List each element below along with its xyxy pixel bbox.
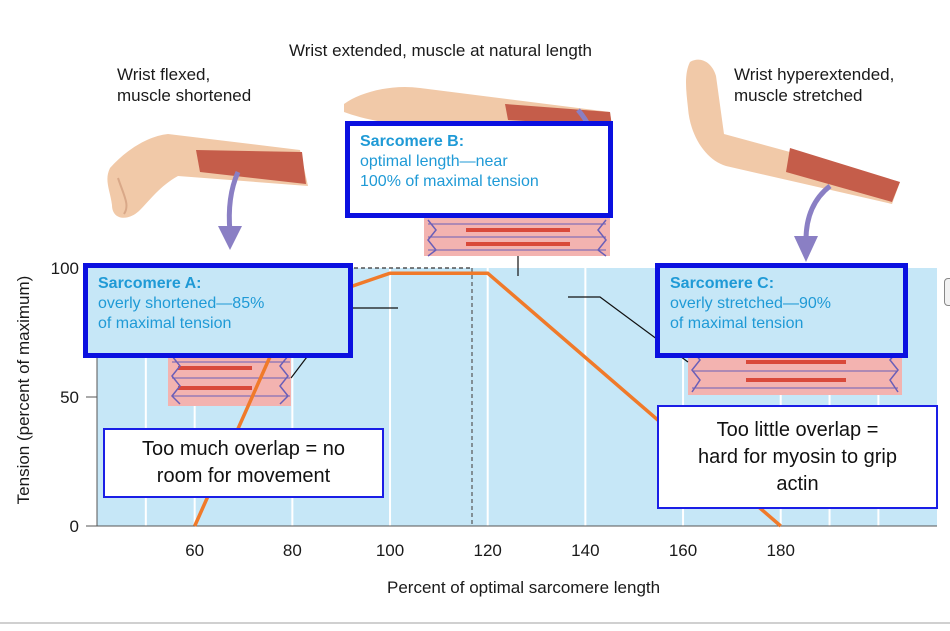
y-axis-title: Tension (percent of maximum) bbox=[14, 275, 33, 505]
arrow-to-sarcomere-c bbox=[794, 184, 832, 262]
label-wrist-hyperextended-line2: muscle stretched bbox=[734, 86, 863, 105]
sarcomere-b-box: Sarcomere B: optimal length—near 100% of… bbox=[345, 121, 613, 218]
arrow-to-sarcomere-a bbox=[218, 170, 242, 250]
sarcomere-c-box: Sarcomere C: overly stretched—90% of max… bbox=[655, 263, 908, 358]
x-tick-label: 100 bbox=[376, 541, 404, 560]
x-tick-label: 140 bbox=[571, 541, 599, 560]
x-tick-labels: 60 80 100 120 140 160 180 bbox=[185, 541, 795, 560]
sarcomere-c-line1: overly stretched—90% bbox=[670, 295, 831, 312]
sarcomere-a-title: Sarcomere A: bbox=[98, 275, 202, 292]
x-tick-label: 160 bbox=[669, 541, 697, 560]
forearm-right-illustration bbox=[686, 59, 900, 205]
tension-curve-line bbox=[193, 271, 782, 528]
note-right-line2: hard for myosin to grip bbox=[698, 446, 897, 468]
sarcomere-a-line2: of maximal tension bbox=[98, 315, 232, 332]
sarcomere-b-line1: optimal length—near bbox=[360, 153, 508, 170]
label-wrist-flexed-line2: muscle shortened bbox=[117, 86, 252, 105]
note-too-much-overlap: Too much overlap = no room for movement bbox=[103, 428, 384, 498]
label-wrist-hyperextended: Wrist hyperextended, muscle stretched bbox=[734, 64, 894, 106]
forearm-left-illustration bbox=[107, 134, 309, 218]
note-left-line2: room for movement bbox=[156, 465, 331, 487]
note-right-line3: actin bbox=[776, 473, 819, 495]
note-too-little-overlap: Too little overlap = hard for myosin to … bbox=[657, 405, 938, 509]
note-right-line1: Too little overlap = bbox=[716, 419, 879, 441]
x-tick-label: 180 bbox=[767, 541, 795, 560]
sarcomere-c-title: Sarcomere C: bbox=[670, 275, 775, 292]
sarcomere-a-line1: overly shortened—85% bbox=[98, 295, 265, 312]
label-wrist-flexed: Wrist flexed, muscle shortened bbox=[117, 64, 251, 106]
label-wrist-extended: Wrist extended, muscle at natural length bbox=[289, 41, 593, 60]
label-wrist-hyperextended-line1: Wrist hyperextended, bbox=[734, 65, 895, 84]
bottom-divider bbox=[0, 622, 950, 624]
y-tick-label: 0 bbox=[70, 517, 79, 536]
x-tick-label: 60 bbox=[185, 541, 204, 560]
x-tick-label: 80 bbox=[283, 541, 302, 560]
sarcomere-a-box: Sarcomere A: overly shortened—85% of max… bbox=[83, 263, 353, 358]
sarcomere-b-line2: 100% of maximal tension bbox=[360, 173, 539, 190]
y-tick-label: 100 bbox=[51, 259, 79, 278]
note-left-line1: Too much overlap = no bbox=[142, 438, 345, 460]
scroll-handle-icon[interactable] bbox=[944, 278, 950, 306]
y-tick-label: 50 bbox=[60, 388, 79, 407]
sarcomere-c-line2: of maximal tension bbox=[670, 315, 804, 332]
label-wrist-flexed-line1: Wrist flexed, bbox=[117, 65, 211, 84]
x-axis-title: Percent of optimal sarcomere length bbox=[387, 578, 661, 597]
sarcomere-a-diagram bbox=[168, 353, 291, 406]
x-tick-label: 120 bbox=[474, 541, 502, 560]
y-tick-labels: 0 50 100 bbox=[51, 259, 97, 536]
sarcomere-b-diagram bbox=[424, 218, 610, 257]
sarcomere-b-title: Sarcomere B: bbox=[360, 133, 465, 150]
